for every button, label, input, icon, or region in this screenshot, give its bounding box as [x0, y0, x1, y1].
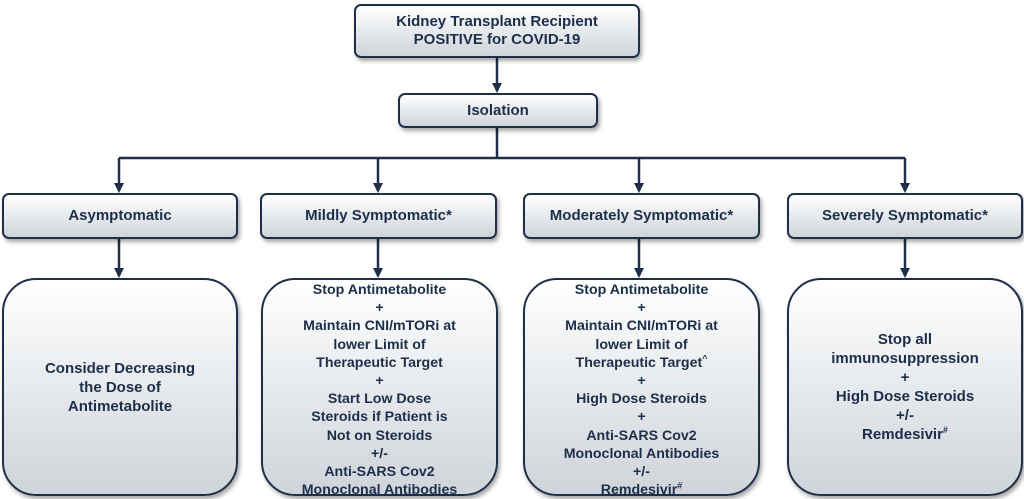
action-line: +: [375, 300, 384, 317]
action-line: Remdesivir#: [862, 425, 948, 444]
category-moderately-symptomatic: Moderately Symptomatic*: [523, 193, 760, 239]
action-line: Anti-SARS Cov2: [324, 464, 435, 481]
action-lines: Stop Antimetabolite+Maintain CNI/mTORi a…: [564, 281, 720, 499]
category-label: Asymptomatic: [68, 207, 172, 224]
action-line: +/-: [896, 407, 914, 424]
action-line: +: [375, 373, 384, 390]
action-line: +: [637, 409, 646, 426]
action-line: Anti-SARS Cov2: [586, 427, 697, 444]
action-line: Antimetabolite: [67, 397, 173, 415]
action-severely-symptomatic: Stop all immunosuppression + High Dose Ster…: [787, 278, 1023, 496]
action-line: immunosuppression: [831, 350, 979, 367]
category-asymptomatic: Asymptomatic: [2, 193, 238, 239]
root-line-2: POSITIVE for COVID-19: [413, 31, 581, 48]
action-mildly-symptomatic: Stop Antimetabolite+Maintain CNI/mTORi a…: [261, 278, 498, 499]
action-lines: Stop Antimetabolite+Maintain CNI/mTORi a…: [302, 281, 458, 499]
action-line: lower Limit of: [333, 336, 426, 353]
action-line: +: [637, 373, 646, 390]
category-label: Moderately Symptomatic*: [549, 207, 734, 224]
footnote-marker: #: [942, 425, 948, 435]
action-line: lower Limit of: [595, 336, 688, 353]
action-line: +: [637, 300, 646, 317]
root-box: Kidney Transplant Recipient POSITIVE for…: [354, 4, 640, 58]
action-line: Monoclonal Antibodies: [563, 445, 720, 462]
action-line: Stop all: [877, 331, 933, 348]
footnote-marker: ^: [702, 353, 708, 364]
action-line: +: [900, 369, 910, 386]
action-line: High Dose Steroids: [576, 391, 707, 408]
category-label: Severely Symptomatic*: [822, 207, 988, 224]
action-line: Maintain CNI/mTORi at: [303, 318, 456, 335]
category-label: Mildly Symptomatic*: [305, 207, 452, 224]
action-line: Therapeutic Target^: [575, 353, 708, 371]
isolation-box: Isolation: [398, 93, 598, 128]
root-line-1: Kidney Transplant Recipient: [396, 13, 598, 30]
action-line: Stop Antimetabolite: [574, 282, 709, 298]
action-line: Remdesivir#: [600, 480, 683, 499]
action-lines: Stop all immunosuppression + High Dose Ster…: [831, 330, 979, 444]
action-line: the Dose of: [79, 378, 161, 396]
action-line: Maintain CNI/mTORi at: [565, 318, 718, 335]
action-line: Monoclonal Antibodies: [301, 482, 458, 499]
category-mildly-symptomatic: Mildly Symptomatic*: [260, 193, 497, 239]
action-line: Not on Steroids: [326, 427, 433, 444]
action-line: +/-: [633, 464, 650, 481]
category-severely-symptomatic: Severely Symptomatic*: [787, 193, 1023, 239]
action-line: Start Low Dose: [327, 391, 432, 408]
action-line: Stop Antimetabolite: [312, 282, 447, 298]
action-moderately-symptomatic: Stop Antimetabolite+Maintain CNI/mTORi a…: [523, 278, 760, 499]
action-line: Consider Decreasing: [44, 359, 196, 377]
footnote-marker: #: [677, 480, 683, 491]
action-line: Steroids if Patient is: [311, 409, 448, 426]
action-line: Therapeutic Target: [316, 354, 443, 371]
isolation-label: Isolation: [467, 101, 529, 119]
action-line: High Dose Steroids: [835, 388, 975, 405]
action-line: +/-: [371, 445, 388, 462]
